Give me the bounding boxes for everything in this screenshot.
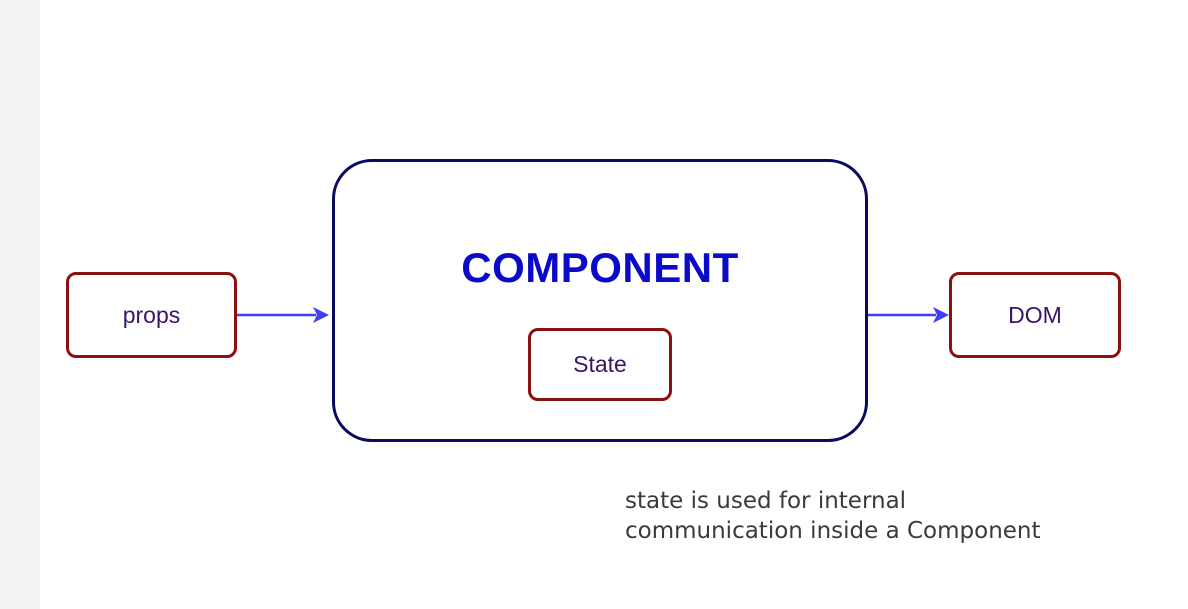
component-title: COMPONENT <box>461 244 739 291</box>
state-note: state is used for internal communication… <box>625 486 1165 546</box>
state-label: State <box>573 351 627 377</box>
left-margin-strip <box>0 0 40 609</box>
props-label: props <box>122 301 181 328</box>
state-note-line-2: communication inside a Component <box>625 518 1041 544</box>
component-to-dom-arrow <box>868 307 949 323</box>
state-box: State <box>528 328 672 401</box>
dom-box: DOM <box>949 272 1121 358</box>
dom-label: DOM <box>1008 301 1062 328</box>
state-note-line-1: state is used for internal <box>625 488 907 514</box>
props-to-component-arrow <box>237 307 329 323</box>
props-box: props <box>66 272 237 358</box>
